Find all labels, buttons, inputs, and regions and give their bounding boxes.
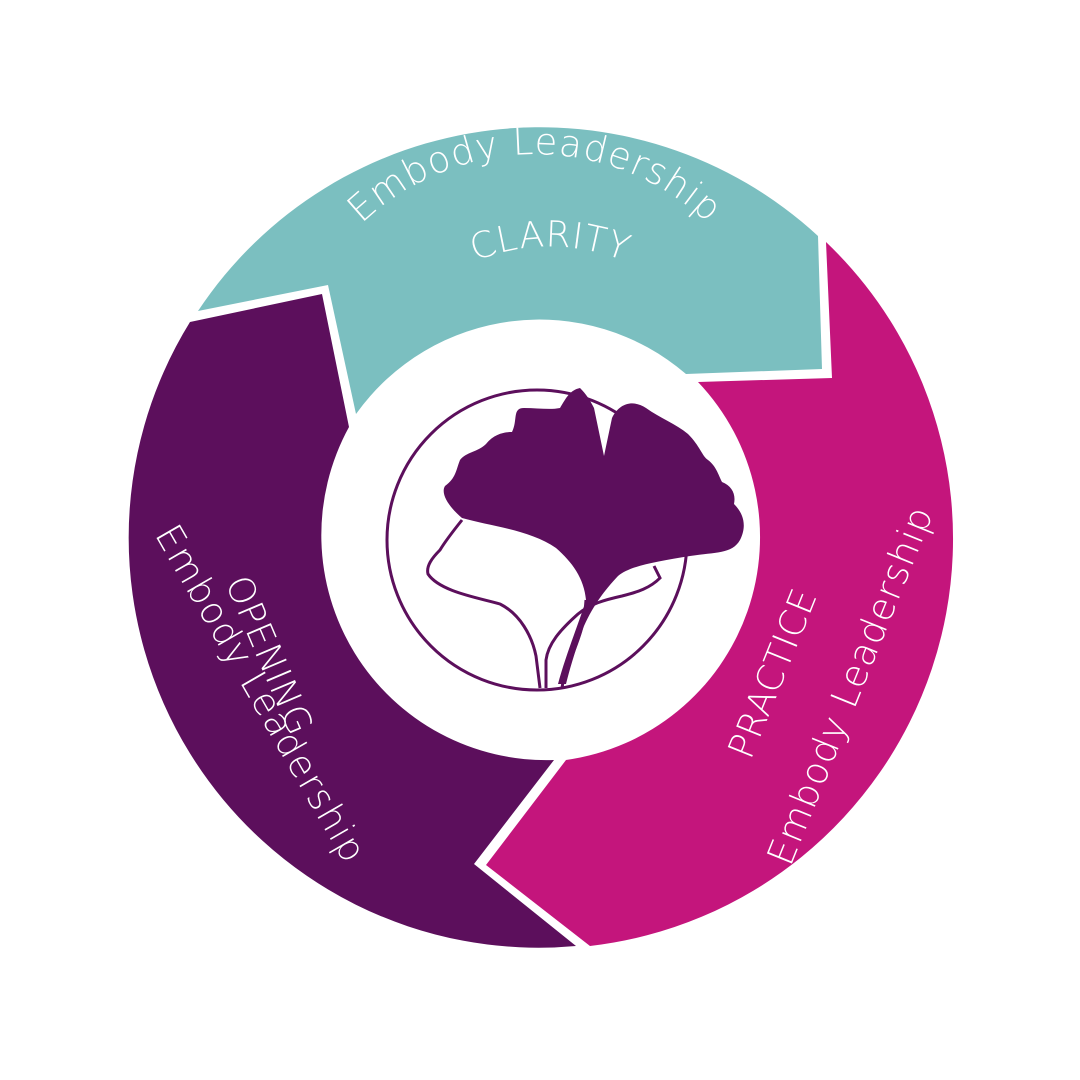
ginkgo-leaf-blade (443, 388, 744, 684)
ginkgo-leaf-vein-left (426, 519, 542, 689)
opening-segment (128, 294, 577, 948)
clarity-segment (198, 127, 822, 414)
ginkgo-leaf-vein-right (544, 565, 662, 688)
ginkgo-leaf-stem (560, 599, 588, 689)
ginkgo-leaf-icon (385, 388, 744, 692)
practice-segment (486, 242, 954, 946)
